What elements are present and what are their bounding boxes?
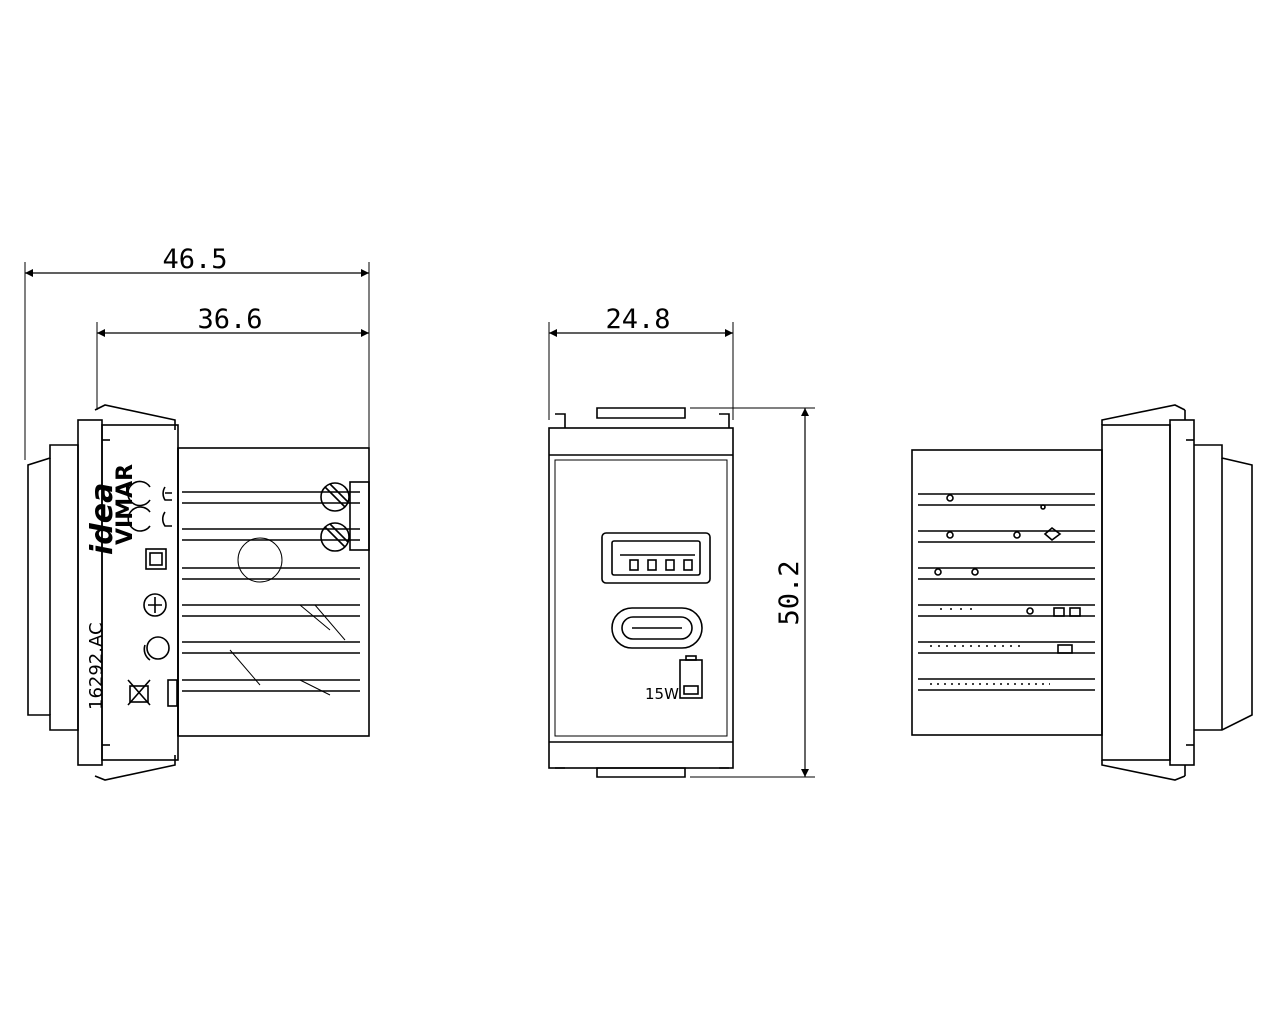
power-rating-label: 15W	[645, 685, 679, 703]
brand-series-label: idea	[85, 483, 120, 555]
dim-overall-depth-label: 46.5	[162, 244, 227, 275]
side-view-left	[24, 262, 370, 781]
dim-front-width: 24.8	[549, 304, 733, 337]
brand-label: VIMAR	[113, 464, 138, 545]
article-code-label: 16292.AC	[86, 622, 107, 710]
side-view-right	[911, 404, 1253, 781]
dim-front-width-label: 24.8	[605, 304, 670, 335]
dim-body-depth: 36.6	[97, 304, 369, 337]
dim-overall-depth: 46.5	[25, 244, 369, 277]
dim-body-depth-label: 36.6	[197, 304, 262, 335]
dim-front-height: 50.2	[774, 408, 809, 777]
front-view	[548, 322, 815, 778]
dim-front-height-label: 50.2	[774, 560, 805, 625]
